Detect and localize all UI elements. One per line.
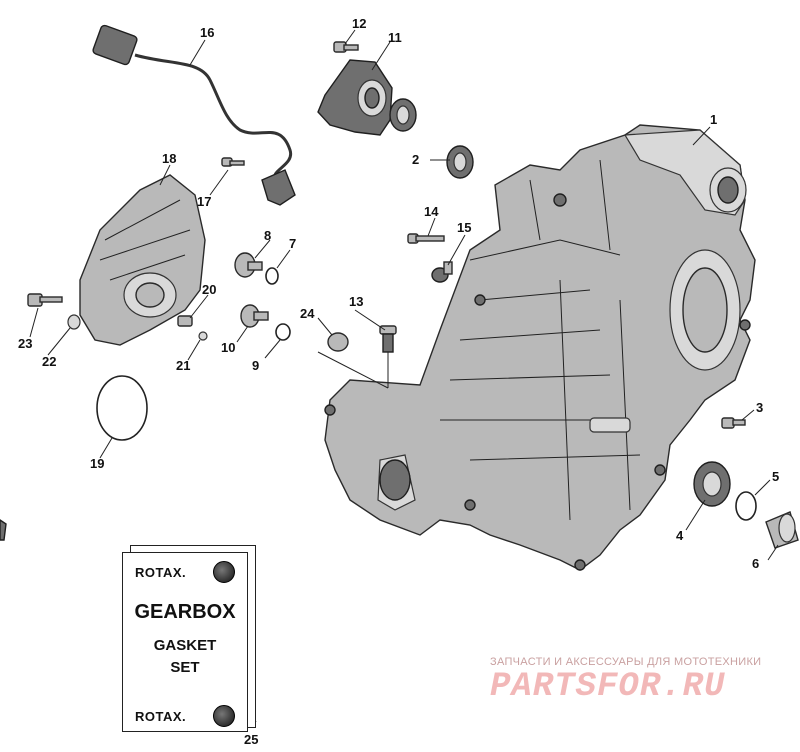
clamp-15 (431, 261, 453, 283)
callout-18: 18 (162, 151, 176, 166)
kit-title-line1: GEARBOX (134, 601, 236, 623)
partial-part-left-edge (0, 519, 7, 541)
bolt-14 (407, 233, 445, 244)
speed-sensor-harness (92, 24, 296, 206)
callout-1: 1 (710, 112, 717, 127)
callout-4: 4 (676, 528, 684, 543)
plug-24 (327, 332, 349, 352)
callout-10: 10 (221, 340, 235, 355)
drain-plug-13 (379, 325, 397, 353)
callout-21: 21 (176, 358, 190, 373)
o-ring-19 (96, 375, 148, 441)
gasket-kit-card: ROTAX. GEARBOX GASKET SET ROTAX. (122, 552, 248, 732)
ring-7 (265, 267, 279, 285)
kit-brand-top: ROTAX. (135, 565, 187, 580)
bolt-17 (221, 157, 245, 167)
washer-21 (198, 331, 208, 341)
callout-20: 20 (202, 282, 216, 297)
callout-3: 3 (756, 400, 763, 415)
callout-11: 11 (388, 30, 402, 45)
bearing-cover (317, 59, 393, 136)
kit-title-line2: GASKET (153, 637, 217, 654)
rotax-logo-icon (213, 561, 235, 583)
callout-24: 24 (300, 306, 315, 321)
callout-17: 17 (197, 194, 211, 209)
washer-22 (67, 314, 81, 330)
callout-19: 19 (90, 456, 104, 471)
clip-20 (177, 315, 193, 327)
watermark-site: PARTSFOR.RU (490, 668, 726, 706)
plug-10 (240, 304, 269, 328)
oil-seal-4 (693, 461, 731, 507)
callout-9: 9 (252, 358, 259, 373)
oil-seal-upper (389, 98, 417, 132)
callout-numbers: 1 2 3 4 5 6 7 8 9 10 11 12 13 14 15 16 1… (18, 16, 779, 747)
callout-2: 2 (412, 152, 419, 167)
ring-9 (275, 323, 291, 341)
callout-15: 15 (457, 220, 471, 235)
callout-12: 12 (352, 16, 366, 31)
callout-23: 23 (18, 336, 32, 351)
callout-16: 16 (200, 25, 214, 40)
sleeve-6 (765, 511, 799, 549)
callout-5: 5 (772, 469, 779, 484)
bolt-12 (333, 41, 359, 53)
shift-actuator (79, 174, 206, 346)
callout-13: 13 (349, 294, 363, 309)
kit-brand-bottom: ROTAX. (135, 709, 187, 724)
bolt-23 (27, 293, 63, 307)
oil-seal-2 (446, 145, 474, 179)
callout-8: 8 (264, 228, 271, 243)
plug-8 (234, 252, 263, 278)
callout-22: 22 (42, 354, 56, 369)
bolt-3 (721, 417, 746, 429)
kit-title-line3: SET (170, 659, 200, 676)
callout-14: 14 (424, 204, 439, 219)
o-ring-5 (735, 491, 757, 521)
rotax-logo-bottom-icon (213, 705, 235, 727)
callout-25: 25 (244, 732, 258, 747)
gearbox-housing (324, 124, 756, 571)
watermark-tagline: ЗАПЧАСТИ И АКСЕССУАРЫ ДЛЯ МОТОТЕХНИКИ (490, 656, 762, 668)
callout-7: 7 (289, 236, 296, 251)
callout-6: 6 (752, 556, 759, 571)
